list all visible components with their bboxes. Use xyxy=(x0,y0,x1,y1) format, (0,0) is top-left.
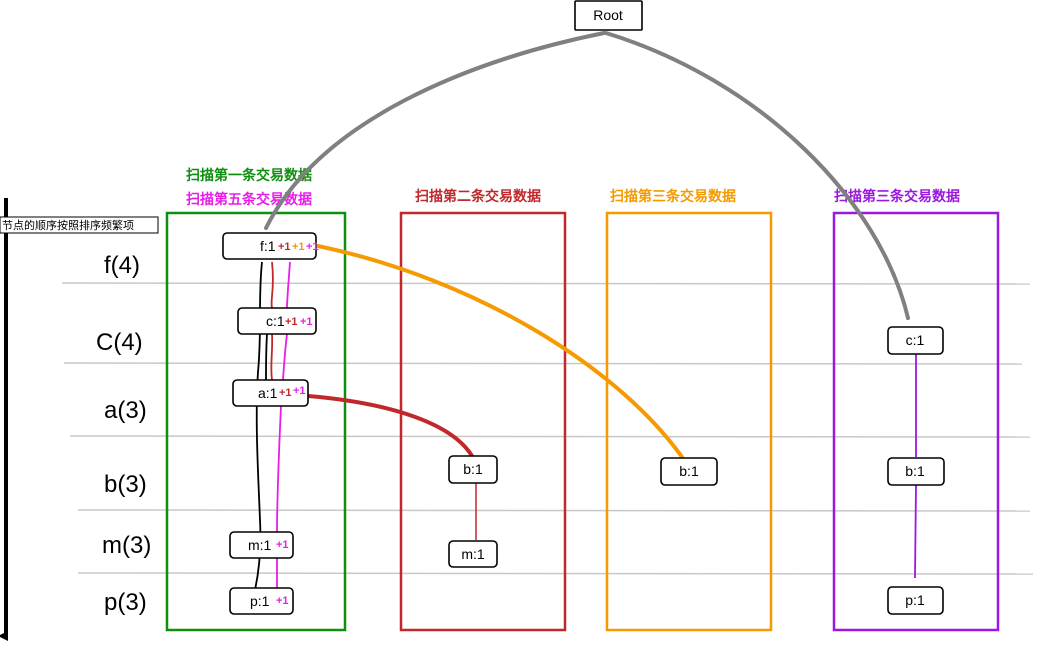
separator-line xyxy=(63,362,1023,365)
orange-link-f-to-b xyxy=(316,244,684,459)
caption-scan-5: 扫描第五条交易数据 xyxy=(186,191,312,208)
caption-scan-3-purple: 扫描第三条交易数据 xyxy=(834,188,960,205)
plus-red: +1 xyxy=(278,241,291,253)
plus-magenta: +1 xyxy=(300,316,313,328)
row-label-c: C(4) xyxy=(96,329,143,356)
plus-magenta: +1 xyxy=(293,385,306,397)
purple-link-b-to-p xyxy=(914,484,917,579)
row-label-a: a(3) xyxy=(104,397,147,424)
node-c-label: c:1 xyxy=(266,313,285,329)
caption-scan-2: 扫描第二条交易数据 xyxy=(415,188,541,205)
caption-scan-1: 扫描第一条交易数据 xyxy=(186,167,312,184)
node-f-label: f:1 xyxy=(260,238,276,254)
red-node-m: m:1 xyxy=(448,540,498,568)
orange-node-b-label: b:1 xyxy=(679,463,699,479)
red-transaction-frame xyxy=(399,211,567,632)
purple-node-p-label: p:1 xyxy=(905,592,925,608)
purple-node-c-label: c:1 xyxy=(906,332,925,348)
plus-red: +1 xyxy=(285,316,298,328)
axis-label-box xyxy=(0,216,159,234)
root-node: Root xyxy=(574,0,643,31)
row-labels: f(4) C(4) a(3) b(3) m(3) p(3) xyxy=(96,252,151,616)
root-edge-left xyxy=(264,31,606,230)
purple-node-b: b:1 xyxy=(887,457,945,486)
separator-line xyxy=(77,509,1031,512)
axis-label: 节点的顺序按照排序频繁项 xyxy=(2,218,134,232)
purple-node-p: p:1 xyxy=(887,586,944,615)
node-p-label: p:1 xyxy=(250,593,270,609)
orange-node-b: b:1 xyxy=(660,457,718,486)
node-c: c:1 +1 +1 xyxy=(237,307,317,335)
plus-magenta: +1 xyxy=(276,539,289,551)
row-label-p: p(3) xyxy=(104,589,147,616)
row-label-b: b(3) xyxy=(104,471,147,498)
orange-transaction-frame xyxy=(605,211,773,632)
path-line-magenta xyxy=(276,261,291,590)
purple-transaction-frame xyxy=(832,211,1000,632)
red-node-m-label: m:1 xyxy=(461,546,485,562)
row-label-f: f(4) xyxy=(104,252,140,279)
row-label-m: m(3) xyxy=(102,532,151,559)
row-separators xyxy=(61,282,1034,575)
plus-magenta: +1 xyxy=(306,241,319,253)
separator-line xyxy=(77,572,1034,575)
node-a: a:1 +1 +1 xyxy=(232,379,309,407)
plus-orange: +1 xyxy=(292,241,305,253)
node-a-label: a:1 xyxy=(258,385,278,401)
green-transaction-frame xyxy=(165,211,347,632)
purple-node-b-label: b:1 xyxy=(905,463,925,479)
plus-magenta: +1 xyxy=(276,595,289,607)
caption-scan-3-orange: 扫描第三条交易数据 xyxy=(610,188,736,205)
red-node-b-label: b:1 xyxy=(463,461,483,477)
node-p: p:1 +1 xyxy=(229,587,294,615)
purple-node-c: c:1 xyxy=(887,326,944,355)
root-label: Root xyxy=(593,7,623,23)
separator-line xyxy=(61,282,1031,285)
red-node-b: b:1 xyxy=(448,455,498,484)
plus-red: +1 xyxy=(279,387,292,399)
separator-line xyxy=(69,435,1031,438)
red-link-a-to-b xyxy=(306,394,474,458)
node-m-label: m:1 xyxy=(248,537,272,553)
node-f: f:1 +1 +1 +1 xyxy=(222,232,319,260)
path-line-black-2 xyxy=(265,333,268,381)
root-edge-right xyxy=(604,31,910,320)
path-line-red xyxy=(270,261,274,381)
node-m: m:1 +1 xyxy=(229,531,294,559)
